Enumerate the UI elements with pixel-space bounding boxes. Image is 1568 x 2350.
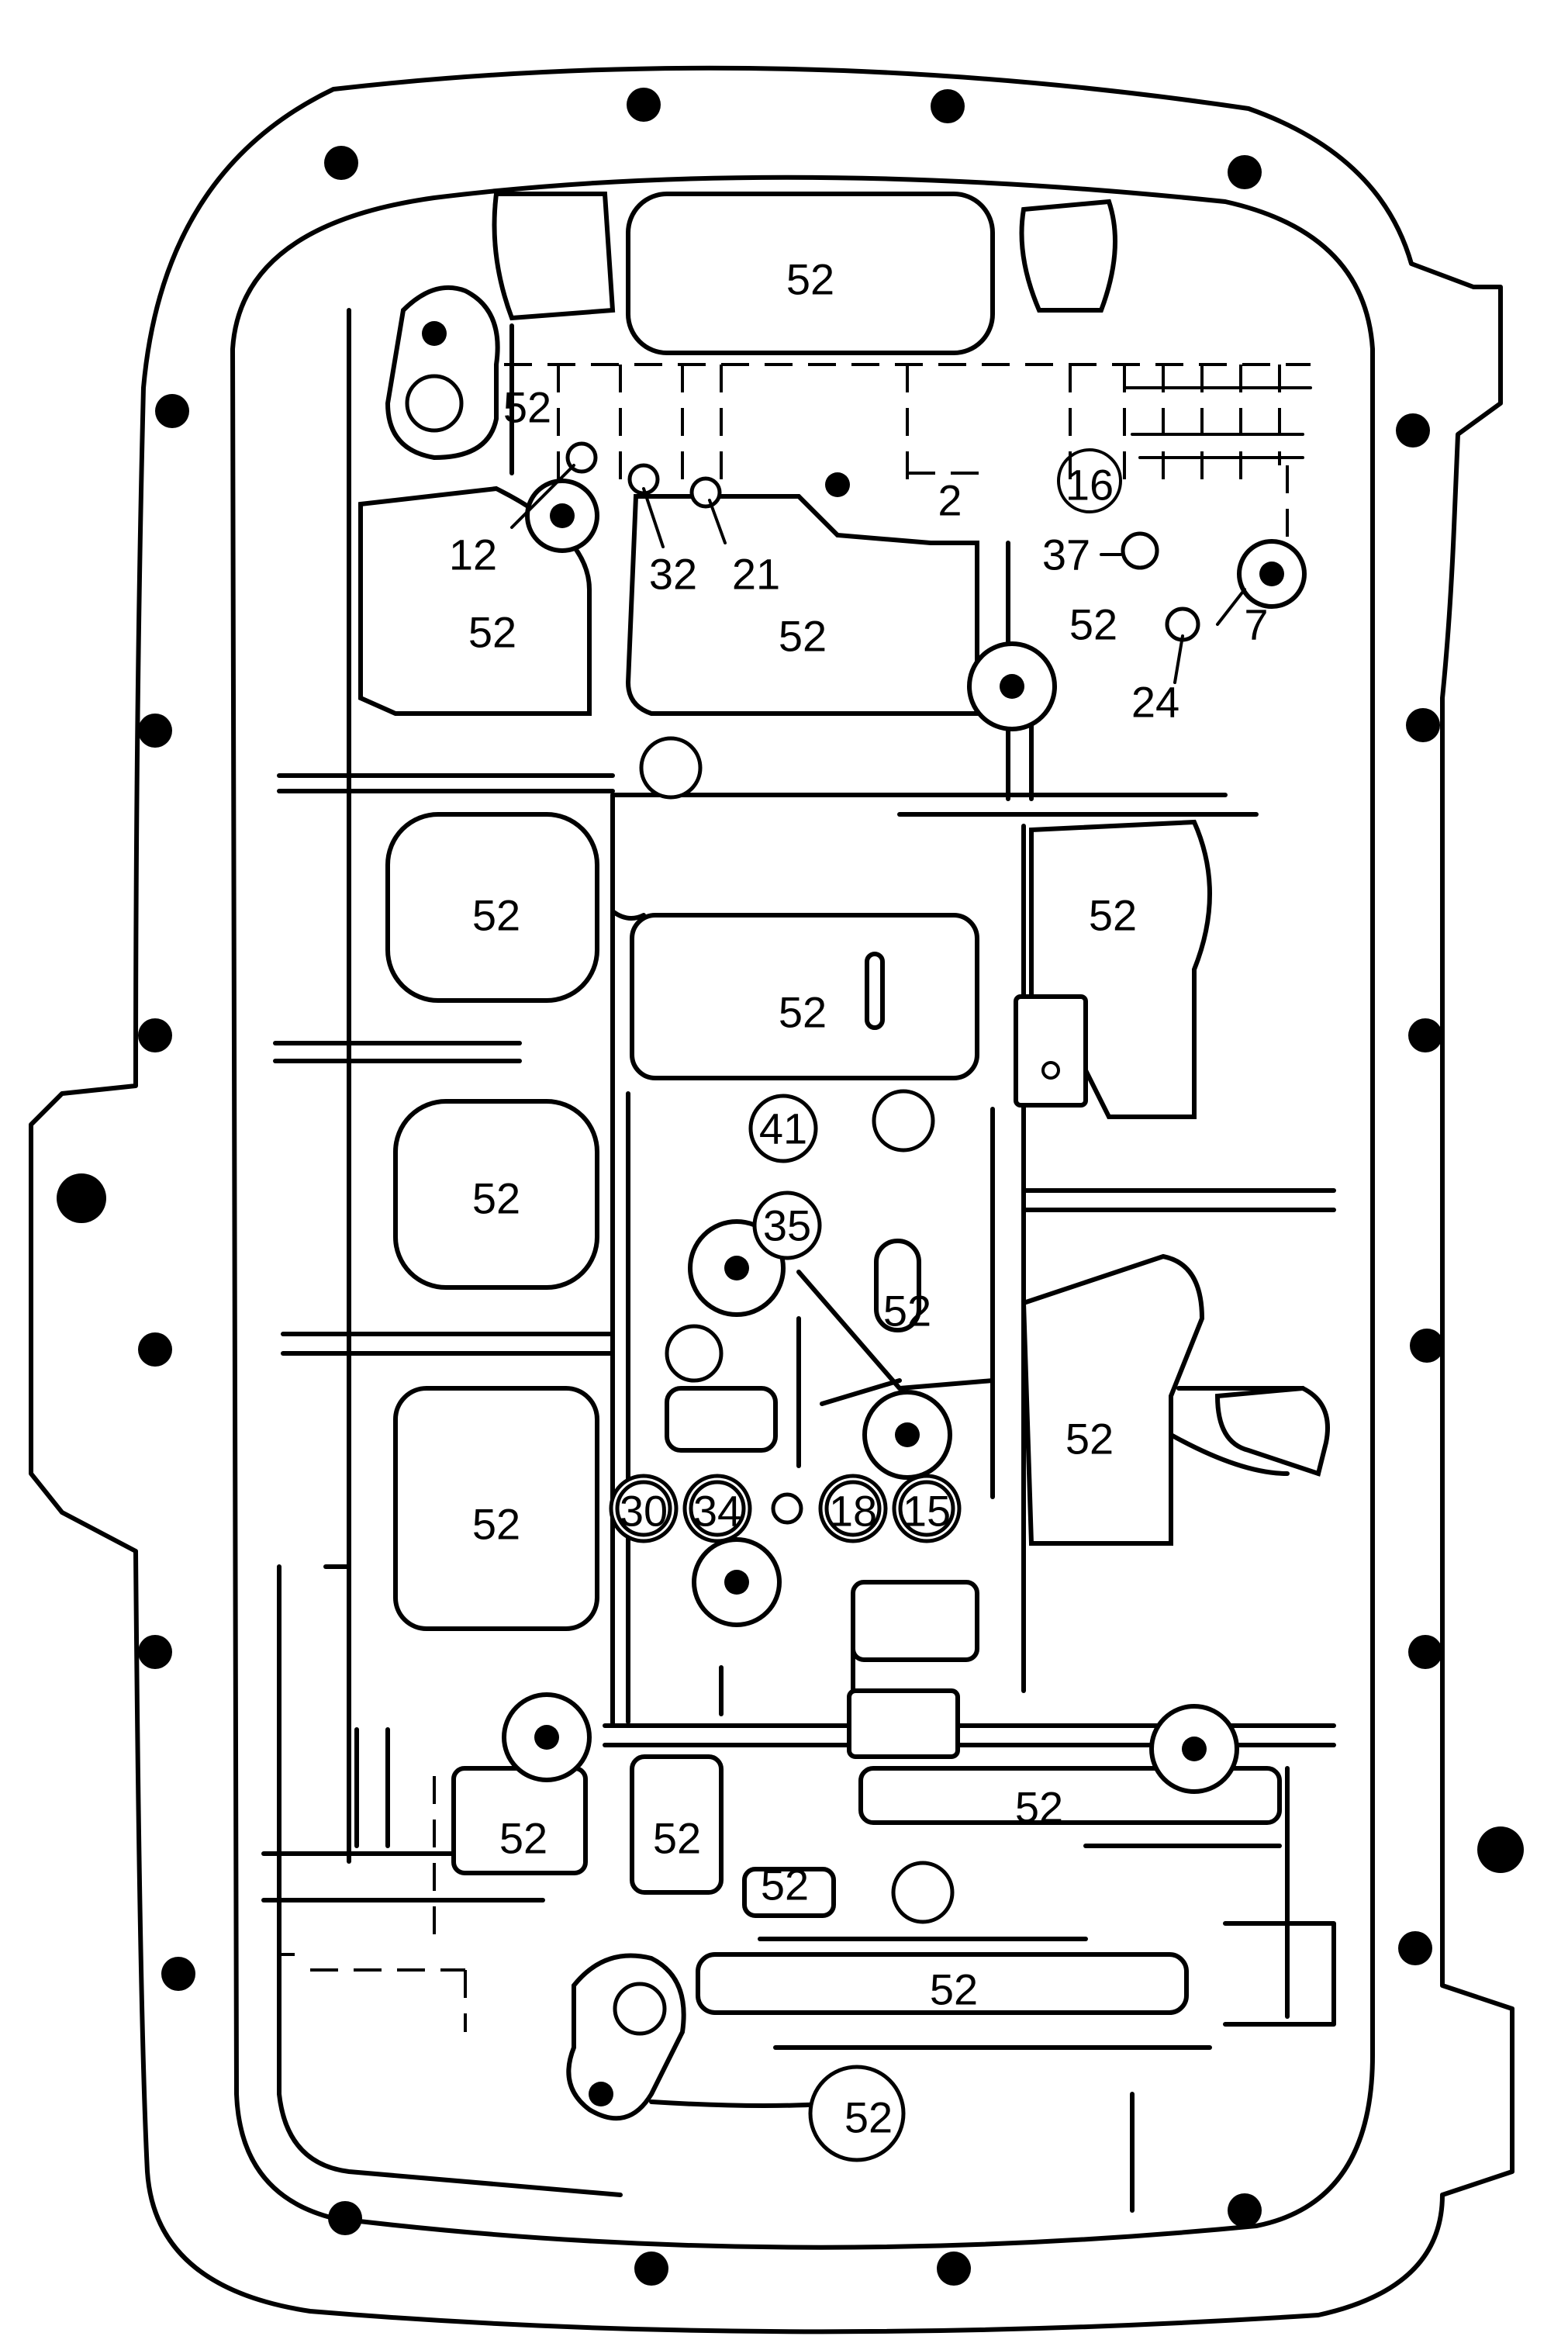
label-52-center-2: 52 <box>779 988 827 1037</box>
label-52-right-3: 52 <box>1065 1415 1114 1464</box>
leader-lines <box>510 464 1246 684</box>
label-52-center-small: 52 <box>883 1287 931 1336</box>
label-52-left-2: 52 <box>472 891 520 940</box>
label-52-bottom-long-1: 52 <box>1015 1783 1063 1832</box>
label-15: 15 <box>903 1487 951 1536</box>
part-labels: 52 52 52 52 52 52 52 52 52 52 52 52 52 5… <box>449 255 1269 2142</box>
label-52-right-2: 52 <box>1089 891 1137 940</box>
label-21: 21 <box>732 550 780 599</box>
label-52-bottom-left-2: 52 <box>653 1814 701 1863</box>
label-52-bottom-left-1: 52 <box>499 1814 547 1863</box>
label-30: 30 <box>620 1487 668 1536</box>
label-32: 32 <box>649 550 697 599</box>
label-52-bottom-circled: 52 <box>844 2093 893 2142</box>
label-34: 34 <box>693 1487 741 1536</box>
label-52-top: 52 <box>786 255 834 304</box>
label-18: 18 <box>829 1487 877 1536</box>
ports <box>565 441 1200 1924</box>
label-52-center-1: 52 <box>779 612 827 661</box>
label-52-upper-left-small: 52 <box>503 383 551 432</box>
outer-gasket-outline <box>29 65 1514 2334</box>
cavities <box>358 192 1330 2015</box>
label-52-bottom-small: 52 <box>761 1861 809 1909</box>
label-52-left-3: 52 <box>472 1174 520 1223</box>
label-52-right-upper: 52 <box>1069 600 1117 649</box>
upper-dashed-outline <box>504 363 1312 574</box>
circled-callouts <box>609 1094 962 2162</box>
label-52-bottom-long-2: 52 <box>930 1965 978 2014</box>
label-52-left-1: 52 <box>468 608 516 657</box>
inner-gasket-outline <box>230 175 1375 2250</box>
callout-ring-16 <box>1057 448 1122 513</box>
label-35: 35 <box>763 1201 811 1250</box>
label-37: 37 <box>1042 530 1090 579</box>
lower-dashed-outline <box>278 1776 467 2032</box>
label-7: 7 <box>1244 600 1268 649</box>
label-24: 24 <box>1131 678 1179 727</box>
gasket-bolt-holes <box>57 88 1524 2286</box>
label-12: 12 <box>449 530 497 579</box>
label-52-left-4: 52 <box>472 1500 520 1549</box>
label-41: 41 <box>759 1104 807 1153</box>
label-16: 16 <box>1065 461 1114 510</box>
label-2: 2 <box>938 476 962 525</box>
